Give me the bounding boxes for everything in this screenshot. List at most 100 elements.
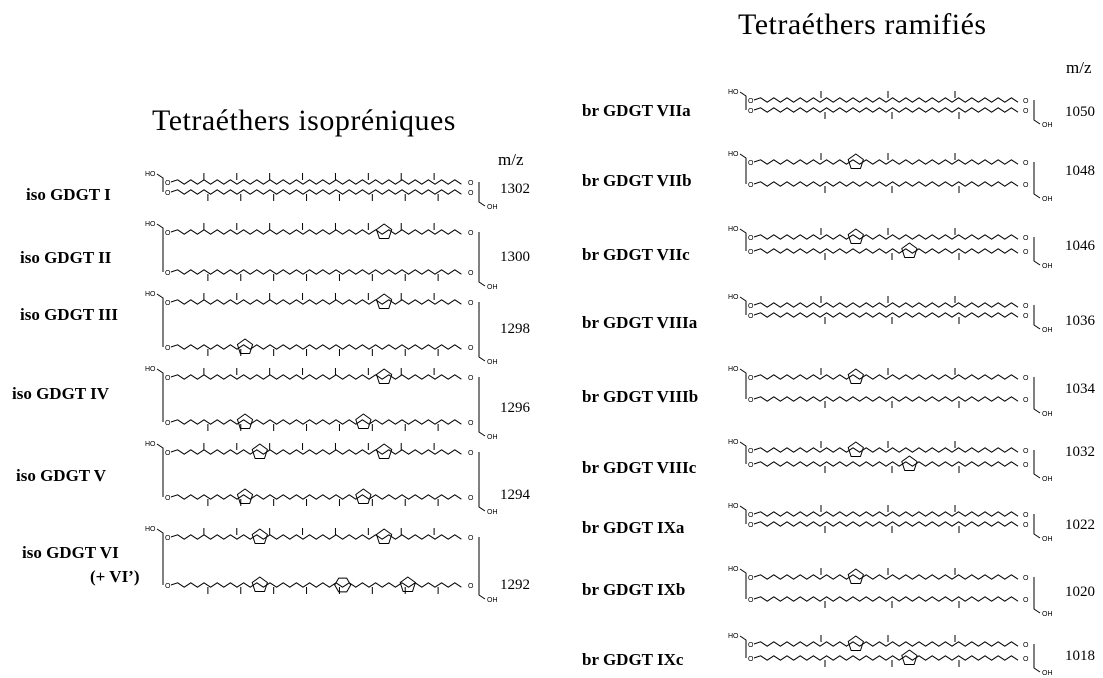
ether-oxygen: O	[165, 375, 171, 382]
ether-oxygen: O	[1023, 448, 1029, 455]
glycerol-backbone-left	[156, 293, 164, 347]
alkyl-chain-bottom	[753, 655, 1019, 661]
hydroxyl-label: HO	[728, 633, 739, 640]
hydroxyl-label: HO	[728, 566, 739, 573]
glycerol-backbone-right	[478, 452, 486, 512]
glycerol-backbone-right	[1033, 162, 1041, 199]
ether-oxygen: O	[1023, 160, 1029, 167]
cyclopentane-ring	[251, 576, 268, 592]
ether-oxygen: O	[748, 160, 754, 167]
ether-oxygen: O	[1023, 108, 1029, 115]
mz-value: 1046	[1065, 238, 1095, 254]
hydroxyl-label: HO	[728, 226, 739, 233]
glycerol-backbone-right	[478, 537, 486, 600]
ether-oxygen: O	[468, 495, 474, 502]
hydroxyl-label: OH	[1042, 670, 1053, 677]
alkyl-chain-top	[753, 97, 1019, 103]
left-title: Tetraéthers isopréniques	[152, 104, 456, 137]
compound-label: iso GDGT II	[20, 248, 112, 267]
mz-value: 1018	[1065, 648, 1095, 664]
ether-oxygen: O	[1023, 303, 1029, 310]
alkyl-chain-bottom	[753, 312, 1019, 318]
ether-oxygen: O	[468, 345, 474, 352]
mz-value: 1048	[1065, 163, 1095, 179]
ether-oxygen: O	[1023, 182, 1029, 189]
alkyl-chain-top	[753, 641, 1019, 647]
hydroxyl-label: OH	[487, 284, 498, 291]
mz-value: 1036	[1065, 313, 1095, 329]
glycerol-backbone-left	[739, 91, 747, 110]
compound-label: br GDGT IXb	[582, 580, 686, 599]
glycerol-backbone-left	[739, 368, 747, 399]
ether-oxygen: O	[748, 182, 754, 189]
ether-oxygen: O	[748, 448, 754, 455]
cyclopentane-ring	[376, 443, 393, 459]
hydroxyl-label: HO	[145, 291, 156, 298]
ether-oxygen: O	[468, 535, 474, 542]
glycerol-backbone-left	[739, 441, 747, 464]
ether-oxygen: O	[1023, 98, 1029, 105]
glycerol-backbone-right	[478, 302, 486, 362]
ether-oxygen: O	[748, 512, 754, 519]
hydroxyl-label: OH	[1042, 196, 1053, 203]
hydroxyl-label: OH	[1042, 411, 1053, 418]
mz-value: 1294	[500, 487, 530, 503]
ether-oxygen: O	[1023, 313, 1029, 320]
alkyl-chain-bottom	[753, 396, 1019, 402]
cyclopentane-ring	[847, 635, 864, 651]
ether-oxygen: O	[748, 235, 754, 242]
cyclopentane-ring	[251, 528, 268, 544]
glycerol-backbone-left	[739, 296, 747, 315]
alkyl-chain-bottom	[170, 494, 462, 500]
hydroxyl-label: OH	[1042, 536, 1053, 543]
cyclopentane-ring	[399, 576, 416, 592]
cyclopentane-ring	[901, 455, 918, 471]
mz-value: 1300	[500, 249, 530, 265]
alkyl-chain-bottom	[753, 181, 1019, 187]
ether-oxygen: O	[748, 397, 754, 404]
compound-label: br GDGT IXa	[582, 518, 685, 537]
hydroxyl-label: HO	[728, 503, 739, 510]
cyclohexane-ring	[334, 577, 352, 593]
ether-oxygen: O	[468, 375, 474, 382]
hydroxyl-label: HO	[145, 366, 156, 373]
right-title: Tetraéthers ramifiés	[738, 8, 987, 41]
cyclopentane-ring	[847, 153, 864, 169]
ether-oxygen: O	[748, 597, 754, 604]
ether-oxygen: O	[468, 420, 474, 427]
alkyl-chain-top	[753, 159, 1019, 165]
ether-oxygen: O	[165, 535, 171, 542]
hydroxyl-label: HO	[145, 526, 156, 533]
glycerol-backbone-right	[1033, 100, 1041, 125]
mz-value: 1022	[1065, 517, 1095, 533]
cyclopentane-ring	[236, 488, 254, 504]
compound-label: iso GDGT III	[20, 305, 118, 324]
alkyl-chain-top	[170, 179, 462, 185]
right-mz-header: m/z	[1066, 58, 1092, 77]
alkyl-chain-bottom	[170, 189, 462, 195]
mz-value: 1032	[1065, 444, 1095, 460]
mz-value: 1034	[1065, 381, 1095, 397]
mz-value: 1298	[500, 321, 530, 337]
glycerol-backbone-left	[739, 635, 747, 658]
ether-oxygen: O	[748, 375, 754, 382]
ether-oxygen: O	[468, 300, 474, 307]
ether-oxygen: O	[165, 270, 171, 277]
ether-oxygen: O	[1023, 522, 1029, 529]
glycerol-backbone-left	[156, 173, 164, 192]
ether-oxygen: O	[1023, 642, 1029, 649]
cyclopentane-ring	[376, 528, 393, 544]
hydroxyl-label: OH	[1042, 327, 1053, 334]
ether-oxygen: O	[1023, 462, 1029, 469]
ether-oxygen: O	[165, 345, 171, 352]
ether-oxygen: O	[748, 303, 754, 310]
ether-oxygen: O	[748, 313, 754, 320]
